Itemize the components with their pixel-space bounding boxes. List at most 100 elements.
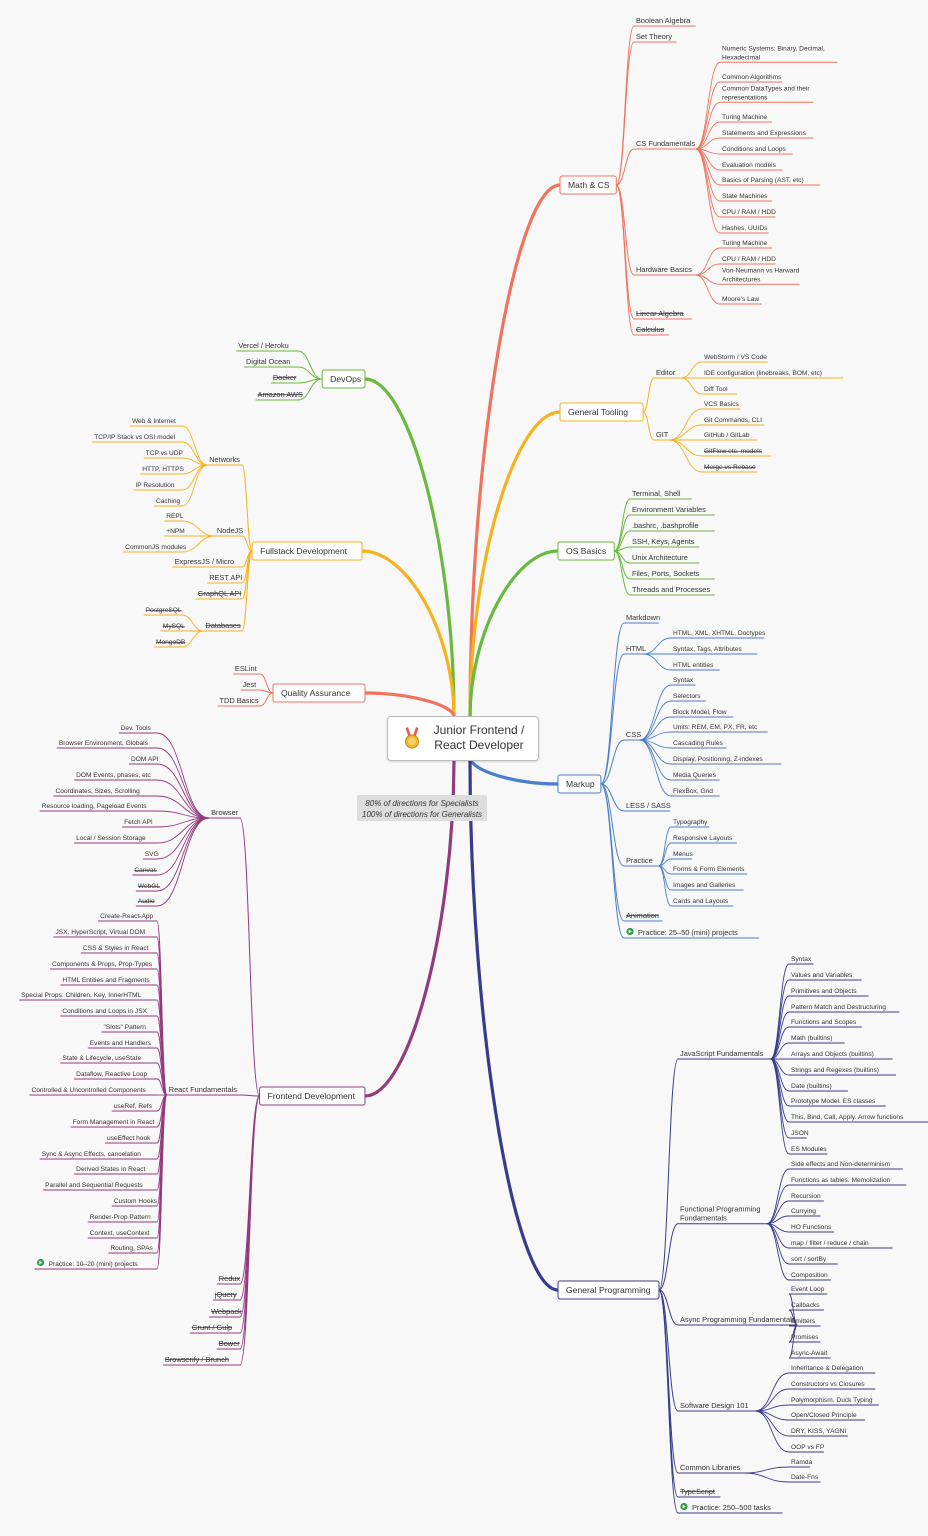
branch-fullstack-development-databases-mongodb[interactable]: MongoDB xyxy=(156,639,186,646)
branch-frontend-development-react-fundamentals-practice-10-20-mini-projects[interactable]: Practice: 10–20 (mini) projects xyxy=(37,1258,138,1268)
branch-math-cs-cs-fundamentals-statements-and-expressions[interactable]: Statements and Expressions xyxy=(722,130,807,137)
branch-devops-docker[interactable]: Docker xyxy=(273,373,297,382)
branch-general-tooling-git[interactable]: GIT xyxy=(656,430,669,439)
branch-fullstack-development-networks-ip-resolution[interactable]: IP Resolution xyxy=(135,482,174,489)
branch-os-basics-threads-and-processes[interactable]: Threads and Processes xyxy=(632,585,710,594)
branch-fullstack-development-databases[interactable]: Databases xyxy=(205,621,241,630)
branch-fullstack-development-databases-mysql[interactable]: MySQL xyxy=(163,623,185,630)
branch-frontend-development-react-fundamentals-useeffect-hook[interactable]: useEffect hook xyxy=(107,1135,151,1142)
branch-frontend-development-browser-browser-environment-globals[interactable]: Browser Environment, Globals xyxy=(59,740,149,747)
branch-markup-practice-cards-and-layouts[interactable]: Cards and Layouts xyxy=(673,898,729,905)
branch-general-programming-common-libraries[interactable]: Common Libraries xyxy=(680,1463,741,1472)
branch-frontend-development-react-fundamentals-render-prop-pattern[interactable]: Render-Prop Pattern xyxy=(90,1214,151,1221)
branch-markup-html-syntax-tags-attributes[interactable]: Syntax, Tags, Attributes xyxy=(673,646,742,653)
branch-fullstack-development-nodejs-npm[interactable]: +NPM xyxy=(166,528,185,535)
branch-general-programming-async-programming-fundamentals-async-await[interactable]: Async-Await xyxy=(791,1350,827,1357)
branch-frontend-development-jquery[interactable]: jQuery xyxy=(214,1290,237,1299)
branch-markup-practice-forms-form-elements[interactable]: Forms & Form Elements xyxy=(673,866,745,873)
branch-fullstack-development-rest-api[interactable]: REST API xyxy=(209,573,242,582)
branch-general-tooling-git-gitflow-etc-models[interactable]: GitFlow etc. models xyxy=(704,448,763,455)
branch-general-tooling-editor-ide-configuration-linebreaks-bom-etc[interactable]: IDE configuration (linebreaks, BOM, etc) xyxy=(704,370,822,377)
branch-quality-assurance-jest[interactable]: Jest xyxy=(243,680,257,689)
branch-general-programming-functional-programming-fundamentals-map-filter-reduce-chain[interactable]: map / filter / reduce / chain xyxy=(791,1240,869,1247)
branch-frontend-development-browser-fetch-api[interactable]: Fetch API xyxy=(124,819,153,826)
branch-markup-practice[interactable]: Practice xyxy=(626,856,653,865)
branch-math-cs-cs-fundamentals-evaluation-models[interactable]: Evaluation models xyxy=(722,162,777,169)
branch-markup-html-html-entities[interactable]: HTML entities xyxy=(673,662,714,669)
branch-general-tooling[interactable]: General Tooling xyxy=(559,402,644,422)
branch-frontend-development-react-fundamentals-controlled-uncontrolled-components[interactable]: Controlled & Uncontrolled Components xyxy=(31,1087,146,1094)
branch-markup-css-block-model-flow[interactable]: Block Model, Flow xyxy=(673,709,727,716)
branch-math-cs-cs-fundamentals-common-algorithms[interactable]: Common Algorithms xyxy=(722,74,782,81)
branch-markup-markdown[interactable]: Markdown xyxy=(626,613,660,622)
branch-math-cs[interactable]: Math & CS xyxy=(559,175,617,195)
branch-general-programming-software-design-101[interactable]: Software Design 101 xyxy=(680,1401,749,1410)
branch-frontend-development-react-fundamentals-parallel-and-sequential-requests[interactable]: Parallel and Sequential Requests xyxy=(45,1182,143,1189)
branch-frontend-development-browser-dev-tools[interactable]: Dev. Tools xyxy=(121,725,152,732)
branch-frontend-development-browser-dom-api[interactable]: DOM API xyxy=(131,756,159,763)
branch-general-programming-javascript-fundamentals-prototype-model-es-classes[interactable]: Prototype Model. ES classes xyxy=(791,1098,876,1105)
branch-devops-digital-ocean[interactable]: Digital Ocean xyxy=(246,357,290,366)
branch-general-programming-common-libraries-date-fns[interactable]: Date-Fns xyxy=(791,1474,819,1481)
branch-math-cs-hardware-basics-cpu-ram-hdd[interactable]: CPU / RAM / HDD xyxy=(722,256,776,263)
branch-frontend-development-browserify-brunch[interactable]: Browserify / Brunch xyxy=(165,1355,229,1364)
branch-general-programming-javascript-fundamentals-json[interactable]: JSON xyxy=(791,1130,809,1137)
branch-frontend-development-react-fundamentals-components-props-prop-types[interactable]: Components & Props, Prop-Types xyxy=(52,961,153,968)
branch-general-programming-async-programming-fundamentals-promises[interactable]: Promises xyxy=(791,1334,819,1341)
branch-general-programming-functional-programming-fundamentals-sort-sortby[interactable]: sort / sortBy xyxy=(791,1256,827,1263)
branch-fullstack-development-networks-caching[interactable]: Caching xyxy=(156,498,181,505)
branch-general-programming-functional-programming-fundamentals-recursion[interactable]: Recursion xyxy=(791,1193,821,1200)
branch-general-programming-functional-programming-fundamentals-ho-functions[interactable]: HO Functions xyxy=(791,1224,832,1231)
branch-math-cs-hardware-basics[interactable]: Hardware Basics xyxy=(636,265,692,274)
branch-math-cs-cs-fundamentals-conditions-and-loops[interactable]: Conditions and Loops xyxy=(722,146,786,153)
branch-frontend-development-react-fundamentals-html-entities-and-fragments[interactable]: HTML Entities and Fragments xyxy=(62,977,150,984)
branch-fullstack-development-expressjs-micro[interactable]: ExpressJS / Micro xyxy=(175,557,235,566)
branch-devops[interactable]: DevOps xyxy=(321,369,366,389)
branch-general-programming-javascript-fundamentals-arrays-and-objects-builtins[interactable]: Arrays and Objects (builtins) xyxy=(791,1051,874,1058)
branch-math-cs-cs-fundamentals-common-datatypes-and-their-representatio[interactable]: Common DataTypes and theirrepresentation… xyxy=(722,86,810,102)
branch-general-programming-javascript-fundamentals-es-modules[interactable]: ES Modules xyxy=(791,1146,827,1153)
branch-math-cs-cs-fundamentals-turing-machine[interactable]: Turing Machine xyxy=(722,114,768,121)
branch-general-programming-javascript-fundamentals[interactable]: JavaScript Fundamentals xyxy=(680,1049,764,1058)
branch-general-tooling-git-github-gitlab[interactable]: GitHub / GitLab xyxy=(704,432,750,439)
branch-frontend-development-react-fundamentals-events-and-handlers[interactable]: Events and Handlers xyxy=(90,1040,152,1047)
branch-frontend-development-react-fundamentals-form-management-in-react[interactable]: Form Management in React xyxy=(73,1119,155,1126)
branch-frontend-development-browser-canvas[interactable]: Canvas xyxy=(134,867,157,874)
branch-os-basics-files-ports-sockets[interactable]: Files, Ports, Sockets xyxy=(632,569,700,578)
branch-general-tooling-editor[interactable]: Editor xyxy=(656,368,676,377)
branch-general-programming-practice-250-500-tasks[interactable]: Practice: 250–500 tasks xyxy=(680,1502,771,1512)
branch-general-tooling-git-git-commands-cli[interactable]: Git Commands, CLI xyxy=(704,417,762,424)
branch-markup-css-units-rem-em-px-fr-etc[interactable]: Units: REM, EM, PX, FR, etc xyxy=(673,724,758,731)
branch-frontend-development-react-fundamentals-special-props-children-key-innerhtml[interactable]: Special Props: Children, Key, InnerHTML xyxy=(21,992,141,999)
branch-frontend-development-react-fundamentals-create-react-app[interactable]: Create-React-App xyxy=(100,913,153,920)
branch-os-basics-bashrc-bashprofile[interactable]: .bashrc, .bashprofile xyxy=(632,521,699,530)
branch-frontend-development-react-fundamentals-state-lifecycle-usestate[interactable]: State & Lifecycle, useState xyxy=(62,1055,141,1062)
branch-markup-css-flexbox-grid[interactable]: FlexBox, Grid xyxy=(673,788,713,795)
branch-math-cs-calculus[interactable]: Calculus xyxy=(636,325,665,334)
branch-general-programming-software-design-101-oop-vs-fp[interactable]: OOP vs FP xyxy=(791,1444,825,1451)
branch-general-tooling-editor-webstorm-vs-code[interactable]: WebStorm / VS Code xyxy=(704,354,767,361)
branch-frontend-development-react-fundamentals-useref-refs[interactable]: useRef, Refs xyxy=(114,1103,153,1110)
branch-general-programming[interactable]: General Programming xyxy=(557,1280,660,1300)
branch-frontend-development-react-fundamentals-css-styles-in-react[interactable]: CSS & Styles in React xyxy=(83,945,149,952)
branch-frontend-development-react-fundamentals[interactable]: React Fundamentals xyxy=(169,1085,237,1094)
branch-frontend-development-react-fundamentals-dataflow-reactive-loop[interactable]: Dataflow, Reactive Loop xyxy=(76,1071,147,1078)
branch-general-programming-async-programming-fundamentals-callbacks[interactable]: Callbacks xyxy=(791,1302,820,1309)
branch-markup-practice-responsive-layouts[interactable]: Responsive Layouts xyxy=(673,835,733,842)
branch-quality-assurance-tdd-basics[interactable]: TDD Basics xyxy=(220,696,259,705)
branch-general-tooling-editor-diff-tool[interactable]: Diff Tool xyxy=(704,386,728,393)
branch-markup-html-html-xml-xhtml-doctypes[interactable]: HTML, XML, XHTML, Doctypes xyxy=(673,630,766,637)
branch-fullstack-development-networks-web-internet[interactable]: Web & Internet xyxy=(132,418,176,425)
branch-frontend-development-browser-dom-events-phases-etc[interactable]: DOM Events, phases, etc xyxy=(76,772,151,779)
branch-markup-animation[interactable]: Animation xyxy=(626,911,659,920)
branch-fullstack-development-networks[interactable]: Networks xyxy=(209,455,240,464)
branch-os-basics-environment-variables[interactable]: Environment Variables xyxy=(632,505,706,514)
branch-fullstack-development-nodejs[interactable]: NodeJS xyxy=(217,526,243,535)
branch-general-programming-functional-programming-fundamentals-side-effects-and-non-determinism[interactable]: Side effects and Non-determinism xyxy=(791,1161,891,1168)
branch-markup-practice-25-50-mini-projects[interactable]: Practice: 25–50 (mini) projects xyxy=(626,927,738,937)
branch-markup-css[interactable]: CSS xyxy=(626,730,641,739)
branch-frontend-development-browser[interactable]: Browser xyxy=(211,808,239,817)
branch-general-programming-async-programming-fundamentals-event-loop[interactable]: Event Loop xyxy=(791,1286,825,1293)
branch-frontend-development-browser-resource-loading-pageload-events[interactable]: Resource loading, Pageload Events xyxy=(42,803,148,810)
